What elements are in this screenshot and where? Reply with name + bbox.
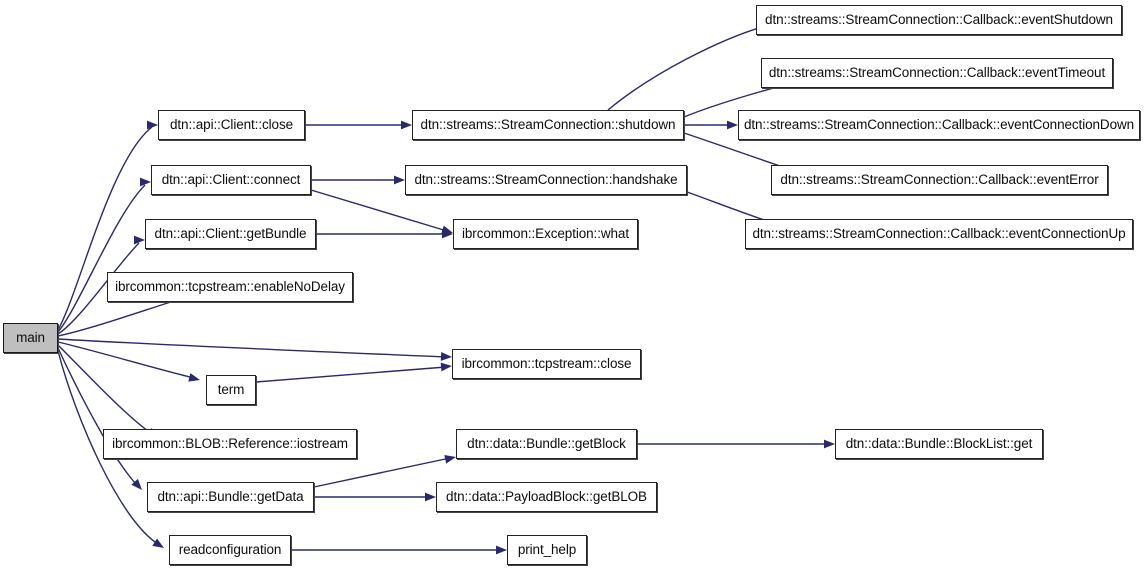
arrowhead-icon bbox=[727, 120, 738, 130]
graph-node-label: ibrcommon::BLOB::Reference::iostream bbox=[112, 436, 348, 452]
graph-node-eventConnUp[interactable]: dtn::streams::StreamConnection::Callback… bbox=[745, 219, 1133, 249]
edge-main-to-iostream bbox=[57, 344, 153, 435]
edge-main-to-getData bbox=[57, 347, 138, 486]
graph-node-readconfiguration[interactable]: readconfiguration bbox=[169, 535, 291, 565]
graph-node-label: dtn::streams::StreamConnection::Callback… bbox=[765, 12, 1113, 28]
graph-node-getData[interactable]: dtn::api::Bundle::getData bbox=[147, 482, 314, 512]
graph-node-label: dtn::data::Bundle::BlockList::get bbox=[845, 436, 1033, 452]
graph-node-label: readconfiguration bbox=[178, 542, 282, 558]
edge-main-to-connect bbox=[57, 184, 146, 333]
graph-node-main[interactable]: main bbox=[3, 323, 58, 353]
graph-node-label: dtn::api::Bundle::getData bbox=[157, 489, 304, 505]
edge-connect-to-what bbox=[310, 189, 448, 232]
arrowhead-icon bbox=[440, 352, 452, 361]
graph-node-label: term bbox=[217, 382, 245, 398]
graph-node-enableNoDelay[interactable]: ibrcommon::tcpstream::enableNoDelay bbox=[107, 272, 353, 302]
graph-node-iostream[interactable]: ibrcommon::BLOB::Reference::iostream bbox=[103, 429, 357, 459]
arrowhead-icon bbox=[131, 478, 142, 490]
graph-node-label: dtn::api::Client::connect bbox=[161, 172, 301, 188]
arrowhead-icon bbox=[140, 177, 151, 187]
graph-node-connect[interactable]: dtn::api::Client::connect bbox=[151, 165, 311, 195]
arrowhead-icon bbox=[425, 492, 436, 502]
graph-node-handshake[interactable]: dtn::streams::StreamConnection::handshak… bbox=[405, 165, 687, 195]
graph-node-label: ibrcommon::tcpstream::enableNoDelay bbox=[115, 279, 345, 295]
graph-node-label: dtn::api::Client::getBundle bbox=[154, 226, 307, 242]
graph-node-eventTimeout[interactable]: dtn::streams::StreamConnection::Callback… bbox=[761, 58, 1113, 88]
arrowhead-icon bbox=[442, 229, 453, 239]
arrowhead-icon bbox=[824, 439, 835, 449]
arrowhead-icon bbox=[440, 362, 452, 372]
graph-node-label: dtn::streams::StreamConnection::Callback… bbox=[780, 172, 1099, 188]
graph-node-close[interactable]: dtn::api::Client::close bbox=[158, 110, 305, 140]
graph-node-label: dtn::streams::StreamConnection::Callback… bbox=[768, 65, 1106, 81]
graph-node-label: dtn::streams::StreamConnection::Callback… bbox=[752, 226, 1126, 242]
graph-node-label: dtn::api::Client::close bbox=[169, 117, 294, 133]
graph-node-print_help[interactable]: print_help bbox=[507, 535, 587, 565]
graph-node-eventShutdown[interactable]: dtn::streams::StreamConnection::Callback… bbox=[756, 5, 1122, 35]
arrowhead-icon bbox=[147, 120, 158, 130]
arrowhead-icon bbox=[401, 120, 412, 130]
graph-node-term[interactable]: term bbox=[206, 375, 256, 405]
graph-node-label: ibrcommon::tcpstream::close bbox=[461, 356, 632, 372]
graph-node-eventError[interactable]: dtn::streams::StreamConnection::Callback… bbox=[771, 165, 1108, 195]
graph-node-getBundle[interactable]: dtn::api::Client::getBundle bbox=[145, 219, 316, 249]
edge-main-to-enableNoDelay bbox=[57, 295, 191, 337]
graph-node-blockListGet[interactable]: dtn::data::Bundle::BlockList::get bbox=[835, 429, 1043, 459]
graph-node-label: print_help bbox=[517, 542, 577, 558]
edge-getData-to-getBlock bbox=[313, 457, 451, 488]
graph-node-what[interactable]: ibrcommon::Exception::what bbox=[453, 219, 638, 249]
graph-node-label: dtn::streams::StreamConnection::shutdown bbox=[420, 117, 676, 133]
graph-node-label: dtn::streams::StreamConnection::handshak… bbox=[414, 172, 678, 188]
graph-node-getBLOB[interactable]: dtn::data::PayloadBlock::getBLOB bbox=[436, 482, 657, 512]
edge-main-to-term bbox=[57, 341, 195, 379]
arrowhead-icon bbox=[394, 175, 405, 185]
graph-node-getBlock[interactable]: dtn::data::Bundle::getBlock bbox=[456, 429, 637, 459]
graph-node-label: dtn::data::PayloadBlock::getBLOB bbox=[446, 489, 647, 505]
edge-term-to-tcpclose bbox=[255, 366, 447, 383]
graph-node-tcpclose[interactable]: ibrcommon::tcpstream::close bbox=[452, 349, 641, 379]
graph-node-eventConnDown[interactable]: dtn::streams::StreamConnection::Callback… bbox=[738, 110, 1140, 140]
graph-node-label: main bbox=[16, 330, 45, 346]
graph-node-label: ibrcommon::Exception::what bbox=[462, 226, 629, 242]
arrowhead-icon bbox=[496, 545, 507, 555]
arrowhead-icon bbox=[152, 538, 164, 548]
graph-node-shutdown[interactable]: dtn::streams::StreamConnection::shutdown bbox=[412, 110, 684, 140]
graph-node-label: dtn::streams::StreamConnection::Callback… bbox=[743, 117, 1135, 133]
arrowhead-icon bbox=[188, 373, 200, 382]
graph-node-label: dtn::data::Bundle::getBlock bbox=[467, 436, 626, 452]
edge-main-to-tcpclose bbox=[57, 338, 447, 358]
edge-shutdown-to-eventShutdown bbox=[607, 23, 773, 111]
arrowhead-icon bbox=[134, 235, 145, 245]
